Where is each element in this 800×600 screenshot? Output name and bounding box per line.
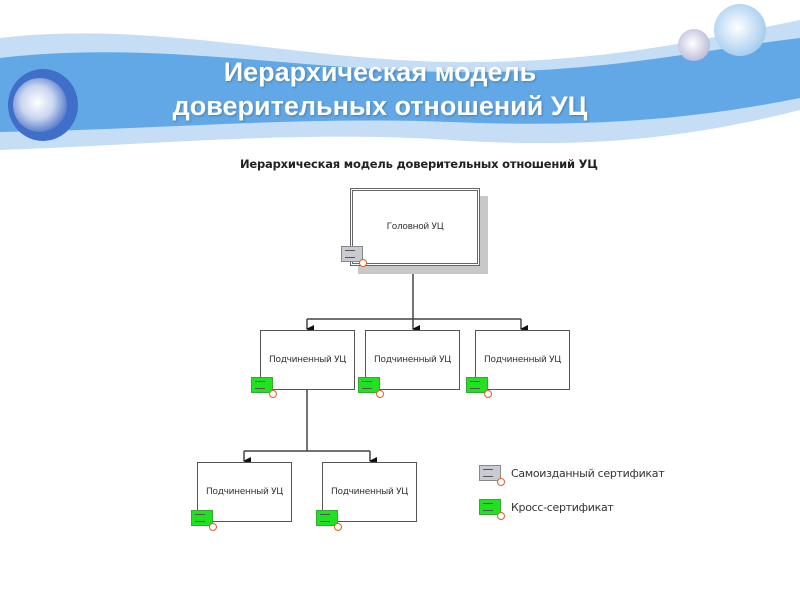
banner-decoration: [0, 4, 800, 150]
legend-self-signed-label: Самоизданный сертификат: [511, 467, 665, 480]
diagram-title: Иерархическая модель доверительных отнош…: [240, 157, 598, 171]
cross-certificate-icon: [191, 510, 217, 531]
cross-certificate-icon: [251, 377, 277, 398]
subordinate-ca-box[interactable]: Подчиненный УЦ: [475, 330, 570, 390]
self-signed-certificate-icon: [341, 246, 367, 267]
subordinate-ca-box[interactable]: Подчиненный УЦ: [260, 330, 355, 390]
subordinate-ca-box[interactable]: Подчиненный УЦ: [322, 462, 417, 522]
subordinate-ca-box[interactable]: Подчиненный УЦ: [365, 330, 460, 390]
root-ca-box[interactable]: Головной УЦ: [350, 188, 480, 266]
legend-self-signed-icon: [479, 465, 505, 486]
legend-cross-certificate-label: Кросс-сертификат: [511, 501, 614, 514]
slide-title-line1: Иерархическая модель: [223, 57, 537, 87]
slide-title: Иерархическая модель доверительных отнош…: [100, 55, 660, 123]
subordinate-ca-label: Подчиненный УЦ: [331, 487, 408, 497]
subordinate-ca-label: Подчиненный УЦ: [374, 355, 451, 365]
root-ca-label: Головной УЦ: [386, 222, 444, 232]
cross-certificate-icon: [466, 377, 492, 398]
subordinate-ca-label: Подчиненный УЦ: [484, 355, 561, 365]
subordinate-ca-label: Подчиненный УЦ: [206, 487, 283, 497]
cross-certificate-icon: [358, 377, 384, 398]
cross-certificate-icon: [316, 510, 342, 531]
legend-cross-certificate-icon: [479, 499, 505, 520]
subordinate-ca-label: Подчиненный УЦ: [269, 355, 346, 365]
orb-small: [678, 29, 710, 61]
orb-top-right: [714, 4, 766, 56]
slide-title-line2: доверительных отношений УЦ: [172, 91, 588, 121]
